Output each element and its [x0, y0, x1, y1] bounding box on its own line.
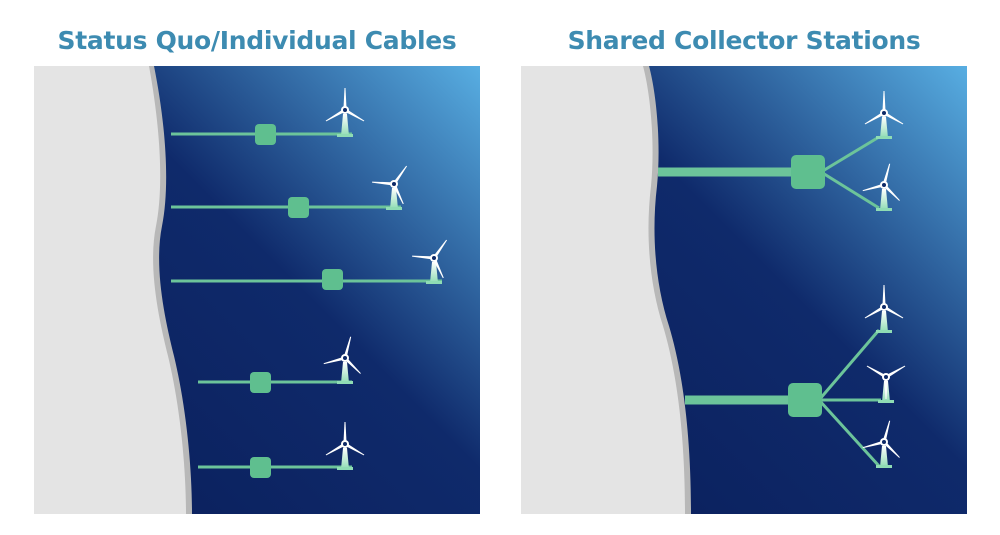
- diagram-shared-collector: [521, 66, 967, 514]
- wind-turbine-icon: [866, 365, 906, 403]
- wind-turbine-icon: [864, 91, 904, 139]
- collector-station-icon: [250, 372, 271, 393]
- array-cable: [820, 170, 880, 210]
- collector-stations: [788, 155, 825, 417]
- cables: [171, 132, 442, 469]
- collector-station-icon: [788, 383, 822, 417]
- array-cable: [817, 398, 881, 468]
- turbines: [862, 91, 906, 468]
- collector-station-icon: [288, 197, 309, 218]
- wind-turbine-icon: [862, 163, 900, 211]
- wind-turbine-icon: [412, 239, 448, 284]
- wind-turbine-icon: [372, 165, 408, 210]
- diagram-individual-cables: [34, 66, 480, 514]
- collector-station-icon: [250, 457, 271, 478]
- collector-stations: [250, 124, 343, 478]
- collector-station-icon: [322, 269, 343, 290]
- panel-title-individual-cables: Status Quo/Individual Cables: [57, 26, 457, 55]
- wind-turbine-icon: [862, 420, 900, 468]
- array-cable: [820, 135, 880, 174]
- wind-turbine-icon: [864, 285, 904, 333]
- export-cables: [658, 167, 793, 405]
- array-cables: [817, 135, 881, 468]
- land: [521, 66, 685, 514]
- panel-title-shared-collector: Shared Collector Stations: [567, 26, 921, 55]
- land: [34, 66, 186, 514]
- wind-turbine-icon: [325, 422, 365, 470]
- array-cable: [817, 329, 881, 401]
- collector-station-icon: [791, 155, 825, 189]
- collector-station-icon: [255, 124, 276, 145]
- wind-turbine-icon: [323, 336, 361, 384]
- wind-turbine-icon: [325, 88, 365, 137]
- turbines: [323, 88, 448, 470]
